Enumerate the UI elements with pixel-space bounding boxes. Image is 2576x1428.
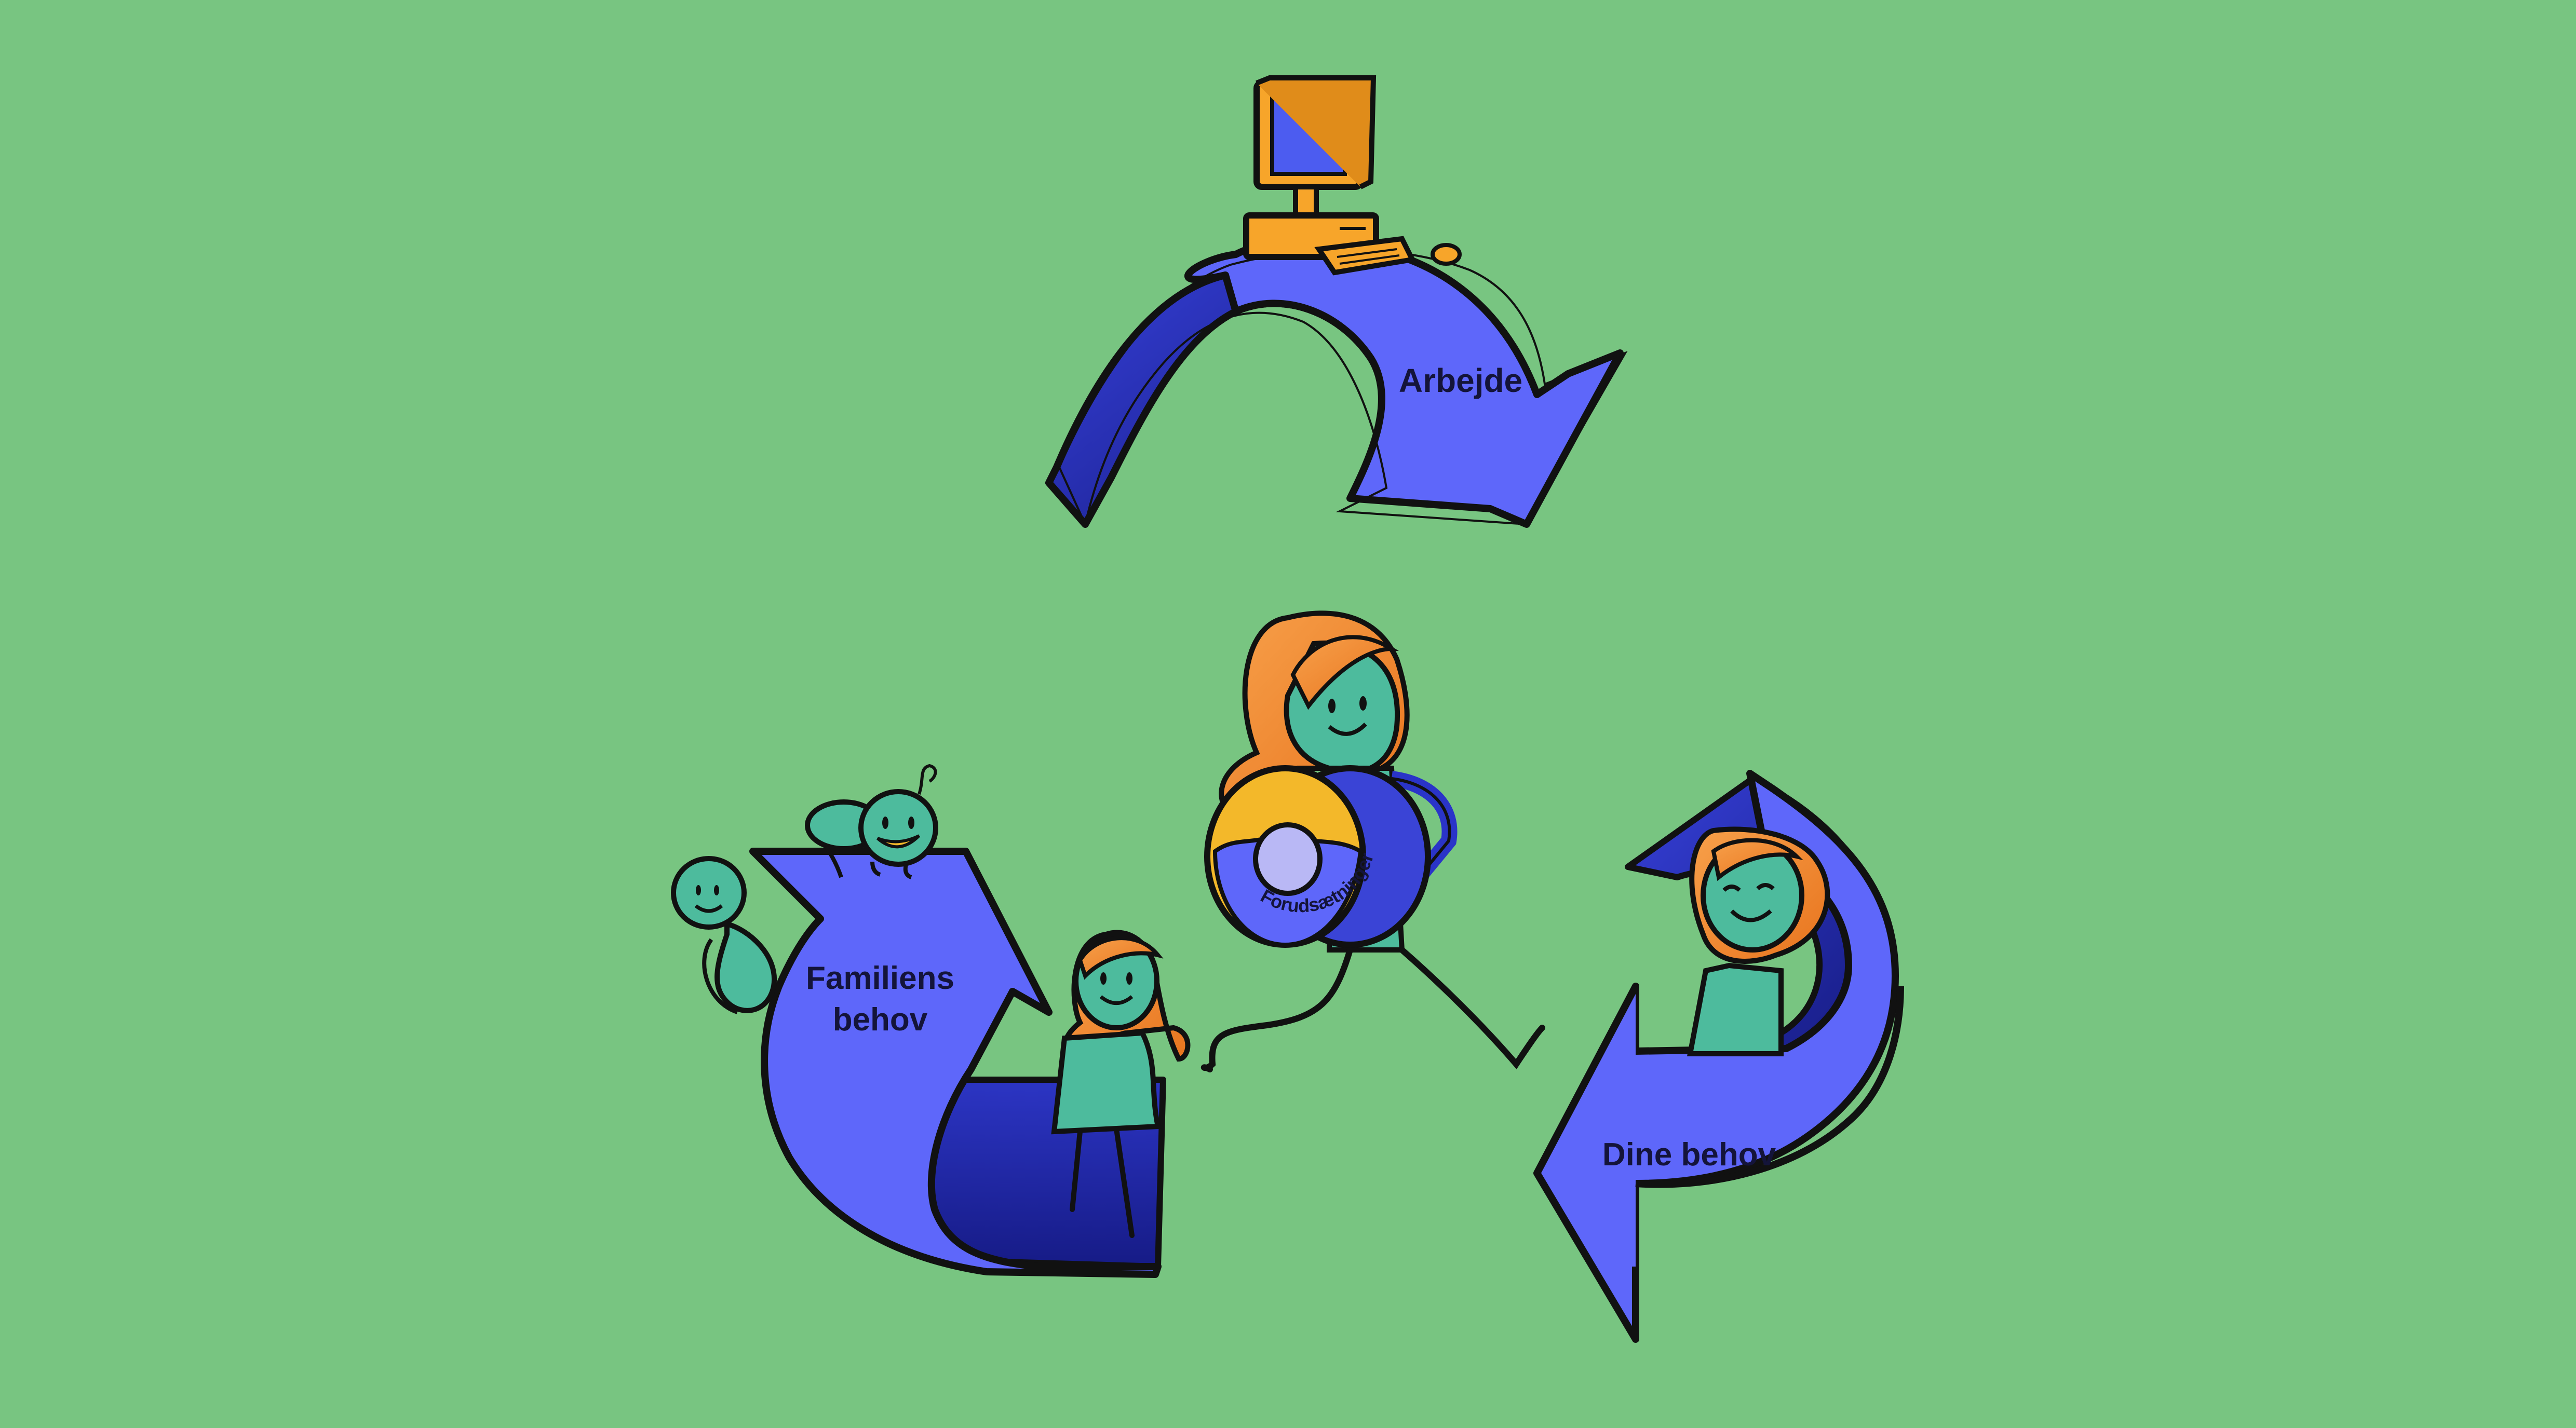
work-arrow: Arbejde (1045, 238, 1628, 528)
own-arrow: Dine behov (1533, 770, 1904, 1343)
own-label: Dine behov (1602, 1137, 1776, 1173)
woman-figure: Forudsætninger (1201, 610, 1545, 1072)
family-arrow-body (749, 848, 1162, 1278)
baby-figure (671, 856, 777, 1014)
baby-figure (805, 764, 938, 879)
keyboard-icon (1314, 236, 1417, 276)
computer-icon (1243, 75, 1462, 276)
work-arrow-body (1184, 238, 1624, 528)
work-arrow-outline (1058, 249, 1628, 528)
woman-figure (1687, 826, 1830, 1056)
family-label-line1: Familiens (806, 960, 954, 996)
work-label: Arbejde (1399, 362, 1522, 399)
woman-figure (1051, 930, 1191, 1238)
drum-icon: Forudsætninger (1204, 765, 1431, 948)
family-label-line2: behov (833, 1002, 928, 1038)
mouse-icon (1431, 243, 1462, 266)
